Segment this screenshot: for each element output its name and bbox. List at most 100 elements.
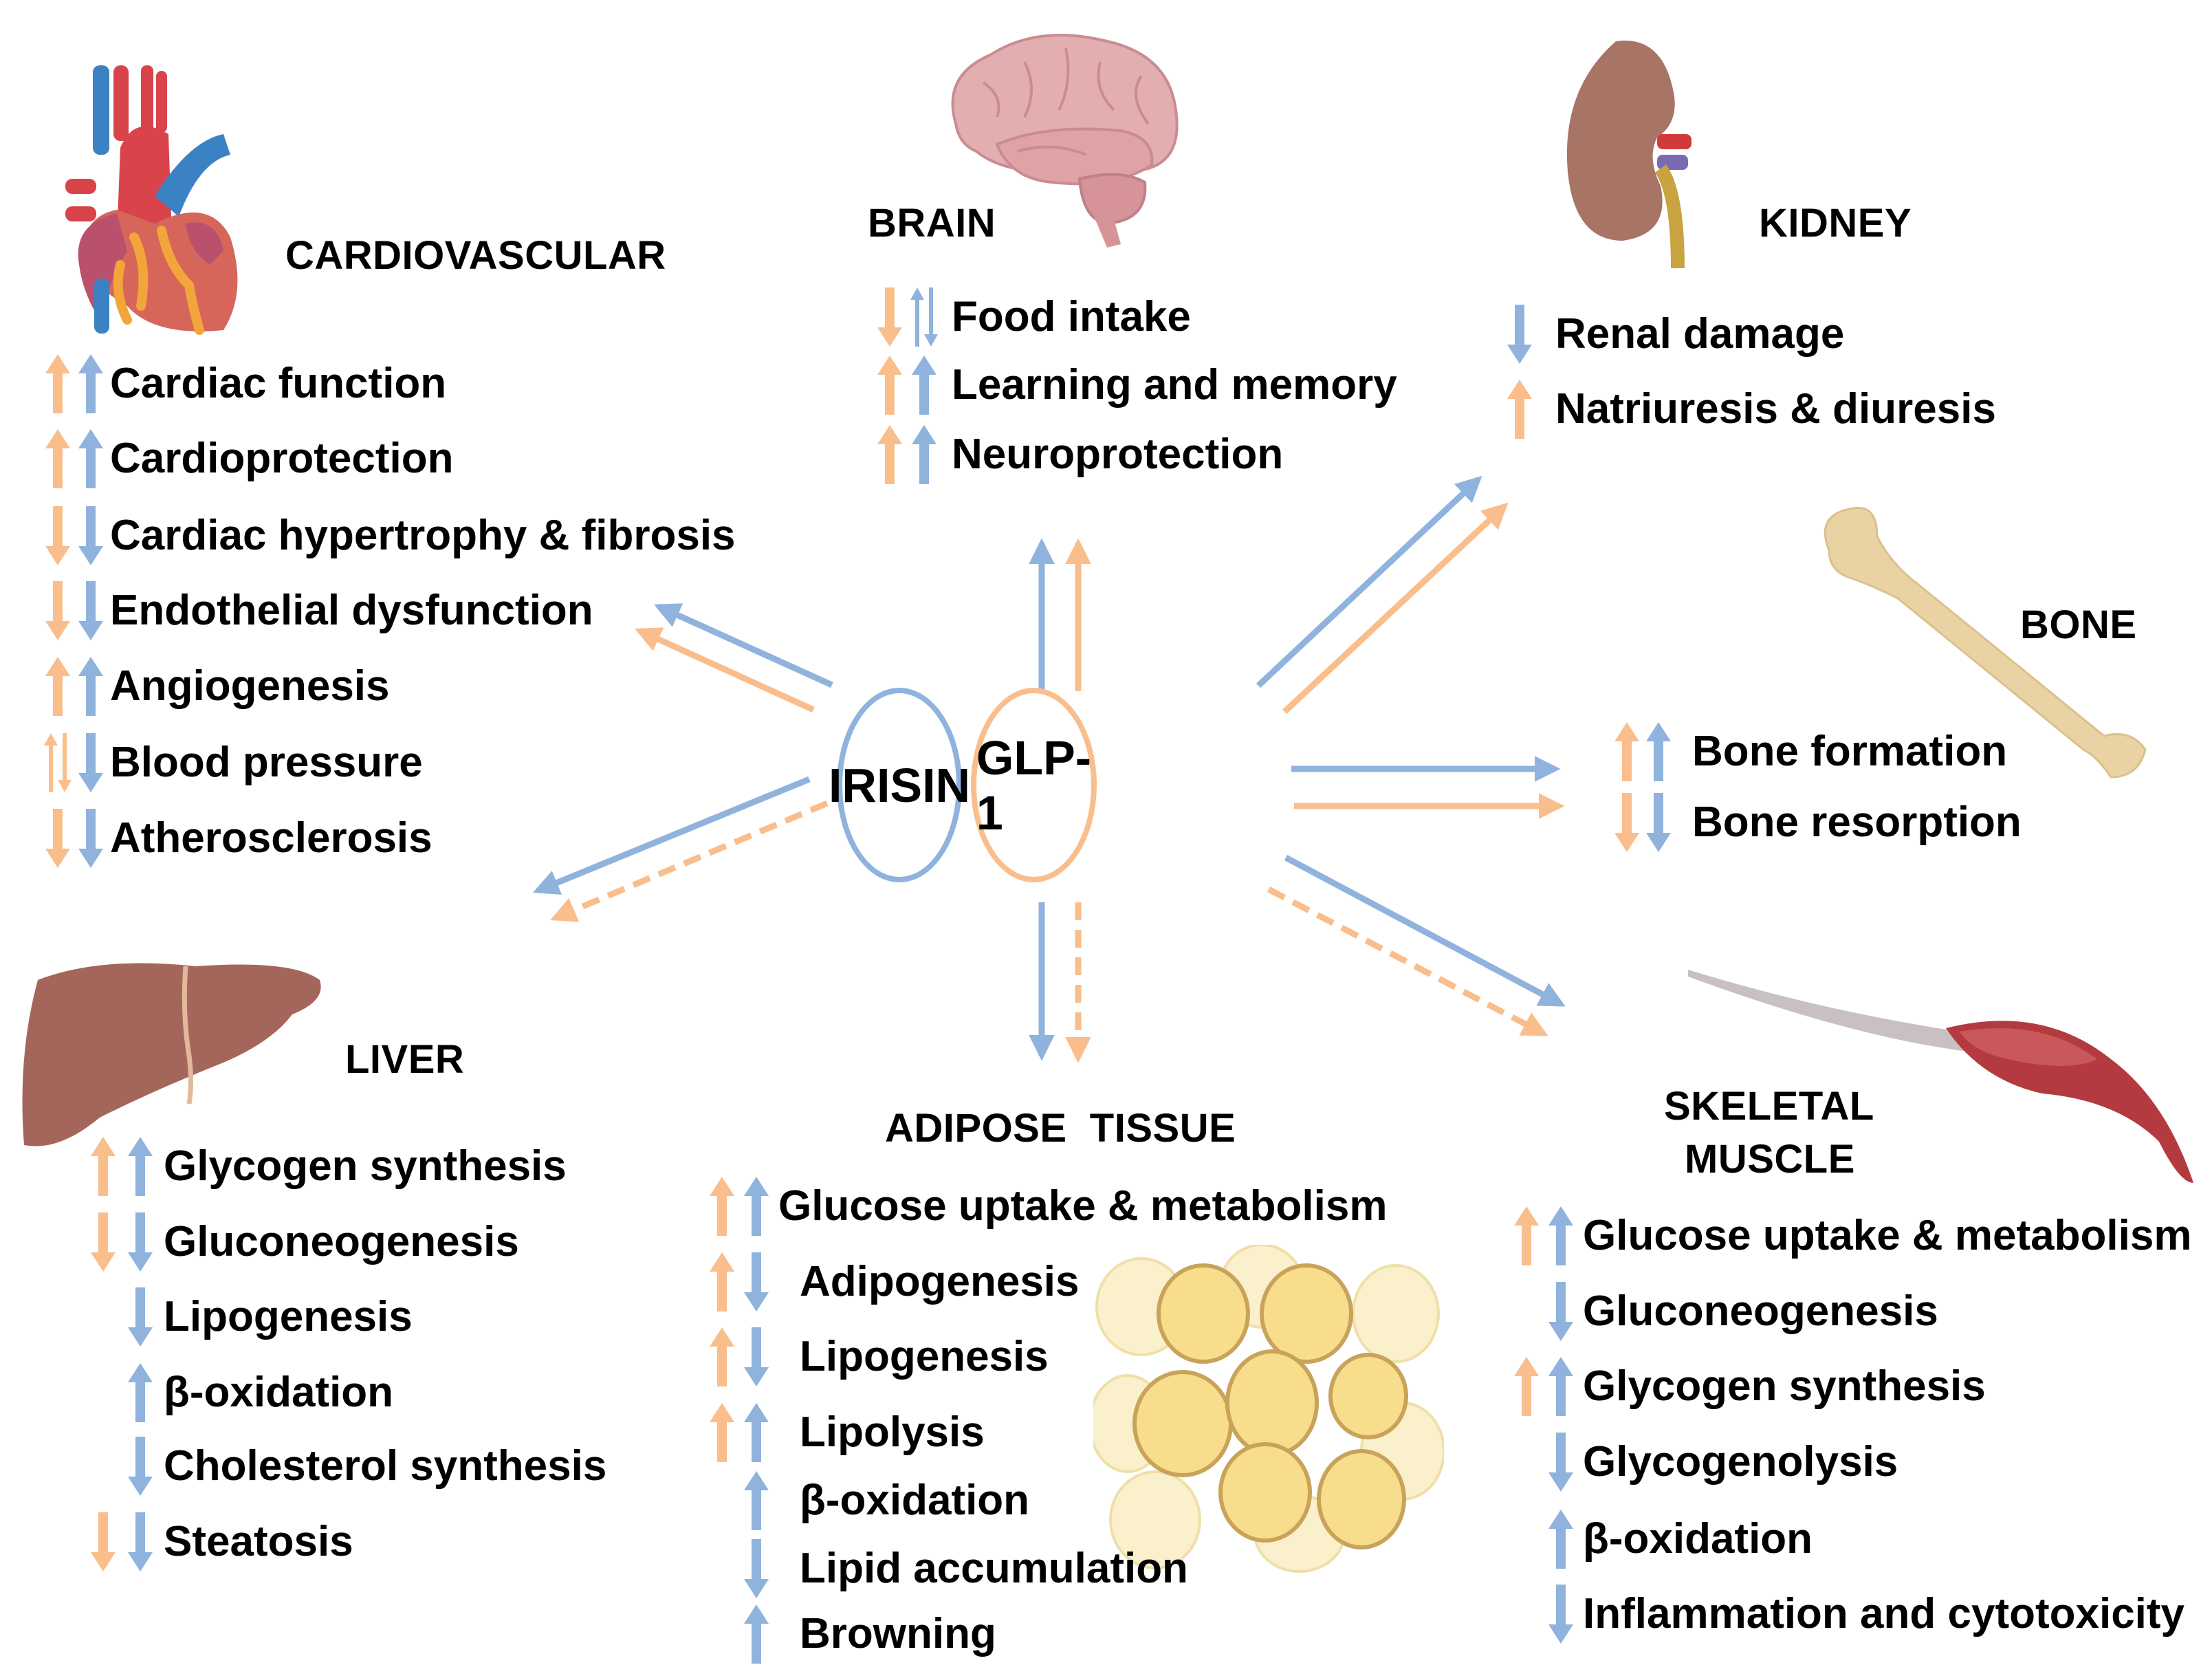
glp1-up-arrow-icon	[1504, 378, 1535, 440]
connector-irisin-kidney	[1256, 475, 1482, 688]
irisin-label: IRISIN	[828, 758, 971, 812]
irisin-down-arrow-icon	[125, 1435, 155, 1497]
glp1-up-arrow-icon	[43, 353, 73, 415]
effect-label: Lipogenesis	[800, 1333, 1049, 1380]
effect-label: Browning	[800, 1610, 996, 1657]
effect-label: Glucose uptake & metabolism	[1583, 1212, 2192, 1259]
glp1-up-arrow-icon	[1511, 1356, 1542, 1417]
glp1-down-arrow-icon	[1612, 792, 1642, 853]
skeletal-muscle-title-line2: MUSCLE	[1685, 1137, 1855, 1182]
irisin-down-arrow-icon	[741, 1538, 771, 1600]
connector-irisin-cardiovascular	[654, 603, 833, 688]
effect-label: Bone resorption	[1692, 798, 2022, 846]
glp1-up-arrow-icon	[1612, 721, 1642, 783]
glp1-down-arrow-icon	[88, 1211, 118, 1273]
irisin-up-arrow-icon	[741, 1402, 771, 1463]
glp1-up-arrow-icon	[43, 428, 73, 490]
glp1-up-arrow-icon	[707, 1175, 737, 1237]
effect-label: Lipolysis	[800, 1408, 985, 1456]
glp1-bidirectional-arrow-icon	[43, 732, 73, 794]
glp1-up-arrow-icon	[707, 1402, 737, 1463]
effect-label: Cardiac function	[110, 360, 447, 407]
irisin-up-arrow-icon	[76, 655, 106, 717]
effect-label: Blood pressure	[110, 739, 423, 786]
effect-label: Atherosclerosis	[110, 814, 432, 862]
bone-title: BONE	[2020, 602, 2137, 647]
effect-label: Renal damage	[1555, 310, 1845, 358]
irisin-up-arrow-icon	[125, 1135, 155, 1197]
connector-glp1-muscle	[1267, 886, 1548, 1036]
glp1-down-arrow-icon	[875, 286, 905, 348]
glp1-label: GLP-1	[976, 730, 1092, 840]
irisin-down-arrow-icon	[125, 1511, 155, 1573]
effect-label: Natriuresis & diuresis	[1555, 385, 1996, 433]
irisin-down-arrow-icon	[1546, 1431, 1576, 1493]
glp1-up-arrow-icon	[707, 1326, 737, 1388]
irisin-down-arrow-icon	[76, 807, 106, 869]
effect-label: Glycogen synthesis	[164, 1142, 567, 1190]
liver-title: LIVER	[345, 1037, 465, 1082]
effect-label: Glucose uptake & metabolism	[778, 1182, 1388, 1230]
effect-label: Lipogenesis	[164, 1293, 413, 1340]
effect-label: Adipogenesis	[800, 1258, 1080, 1305]
effect-label: β-oxidation	[800, 1477, 1030, 1524]
effect-label: Food intake	[952, 293, 1191, 340]
connector-glp1-liver	[550, 800, 829, 922]
brain-icon	[951, 34, 1179, 248]
effect-label: β-oxidation	[164, 1369, 394, 1416]
irisin-down-arrow-icon	[1546, 1583, 1576, 1645]
skeletal-muscle-title-line1: SKELETAL	[1664, 1084, 1874, 1129]
effect-label: Angiogenesis	[110, 662, 390, 710]
glp1-down-arrow-icon	[88, 1511, 118, 1573]
effect-label: Cardiac hypertrophy & fibrosis	[110, 512, 736, 559]
glp1-hub: GLP-1	[971, 688, 1097, 882]
effect-label: Lipid accumulation	[800, 1545, 1188, 1592]
effect-label: β-oxidation	[1583, 1515, 1813, 1563]
glp1-up-arrow-icon	[88, 1135, 118, 1197]
irisin-up-arrow-icon	[909, 424, 939, 486]
irisin-down-arrow-icon	[125, 1211, 155, 1273]
irisin-up-arrow-icon	[125, 1362, 155, 1424]
irisin-up-arrow-icon	[909, 354, 939, 416]
connector-glp1-cardiovascular	[635, 627, 815, 713]
effect-label: Steatosis	[164, 1518, 353, 1565]
irisin-down-arrow-icon	[76, 732, 106, 794]
effect-label: Neuroprotection	[952, 431, 1284, 478]
effect-label: Gluconeogenesis	[164, 1218, 519, 1265]
kidney-title: KIDNEY	[1759, 201, 1912, 246]
glp1-up-arrow-icon	[1511, 1205, 1542, 1267]
connector-glp1-kidney	[1282, 502, 1509, 715]
liver-icon	[22, 963, 321, 1146]
bone-icon	[1824, 507, 2147, 779]
irisin-down-arrow-icon	[125, 1286, 155, 1348]
glp1-down-arrow-icon	[43, 807, 73, 869]
irisin-up-arrow-icon	[76, 353, 106, 415]
effect-label: Inflammation and cytotoxicity	[1583, 1590, 2185, 1637]
muscle-icon	[1688, 970, 2193, 1183]
connector-irisin-muscle	[1284, 855, 1566, 1007]
effect-label: Cardioprotection	[110, 435, 454, 482]
irisin-hub: IRISIN	[829, 688, 970, 882]
glp1-up-arrow-icon	[875, 354, 905, 416]
effect-label: Endothelial dysfunction	[110, 587, 593, 634]
adipose-title: ADIPOSE TISSUE	[885, 1106, 1236, 1151]
irisin-down-arrow-icon	[76, 505, 106, 567]
glp1-down-arrow-icon	[43, 580, 73, 642]
irisin-down-arrow-icon	[1504, 303, 1535, 365]
irisin-up-arrow-icon	[741, 1175, 771, 1237]
effect-label: Glycogen synthesis	[1583, 1362, 1986, 1410]
glp1-down-arrow-icon	[43, 505, 73, 567]
effect-label: Gluconeogenesis	[1583, 1287, 1938, 1335]
adipocytes-icon	[1093, 1245, 1444, 1573]
irisin-down-arrow-icon	[741, 1251, 771, 1313]
effect-label: Learning and memory	[952, 361, 1397, 409]
effect-label: Cholesterol synthesis	[164, 1442, 607, 1490]
connector-irisin-liver	[533, 776, 811, 895]
irisin-up-arrow-icon	[741, 1470, 771, 1532]
brain-title: BRAIN	[868, 201, 996, 246]
irisin-down-arrow-icon	[1643, 792, 1674, 853]
irisin-up-arrow-icon	[1546, 1356, 1576, 1417]
glp1-up-arrow-icon	[43, 655, 73, 717]
